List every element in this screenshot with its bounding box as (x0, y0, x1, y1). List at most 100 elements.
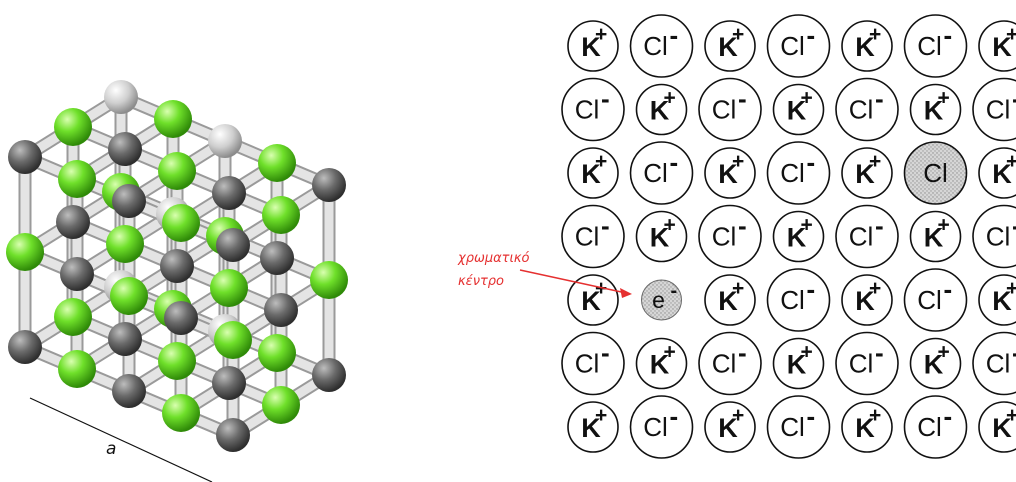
cation-charge: + (801, 214, 813, 237)
anion-symbol: Cl (575, 95, 600, 125)
ion-cell: K+ (978, 20, 1016, 72)
cation-symbol: K (650, 96, 670, 126)
crystal-lattice-model: a (6, 80, 348, 482)
cation-circle (635, 83, 688, 136)
ion-cell: K+ (909, 210, 962, 263)
lattice-ion-gray (264, 293, 298, 327)
cation-charge: + (938, 87, 950, 110)
cation-charge: + (1006, 23, 1016, 46)
anion-charge: - (738, 84, 747, 114)
cation-charge: + (595, 150, 607, 173)
lattice-ion-green (106, 225, 144, 263)
anion-circle (903, 395, 968, 459)
cation-symbol: K (855, 413, 875, 443)
anion-charge: - (601, 211, 610, 241)
ion-cell: K+ (635, 210, 688, 263)
cation-charge: + (664, 87, 676, 110)
ion-cell: Cl- (835, 77, 899, 142)
anion-symbol: Cl (780, 31, 805, 61)
cation-charge: + (595, 404, 607, 427)
lattice-ion-gray (212, 176, 246, 210)
ion-cell: Cl- (903, 395, 968, 459)
lattice-ion-gray (8, 330, 42, 364)
cation-circle (704, 274, 756, 326)
cation-charge: + (801, 87, 813, 110)
cation-symbol: K (787, 223, 807, 253)
lattice-ion-green (58, 160, 96, 198)
anion-charge: - (738, 338, 747, 368)
ion-cell: K+ (772, 210, 825, 263)
lattice-ion-gray (216, 228, 250, 262)
ion-cell: Cl- (903, 268, 968, 332)
ion-cell: Cl- (766, 14, 831, 78)
lattice-ion-gray (164, 301, 198, 335)
cation-symbol: K (924, 96, 944, 126)
cation-circle (978, 20, 1016, 72)
ion-cell: K+ (841, 401, 893, 453)
cation-symbol: K (581, 286, 601, 316)
anion-symbol: Cl (575, 222, 600, 252)
anion-symbol: Cl (780, 158, 805, 188)
ion-cell: K+ (841, 274, 893, 326)
cation-symbol: K (650, 223, 670, 253)
anion-symbol: Cl (986, 95, 1011, 125)
lattice-ion-gray (8, 140, 42, 174)
anion-symbol: Cl (986, 222, 1011, 252)
anion-charge: - (1012, 338, 1016, 368)
anion-symbol: Cl (849, 95, 874, 125)
ion-cell: K+ (635, 83, 688, 136)
color-center-label-line1: χρωματικό (457, 251, 530, 266)
anion-charge: - (601, 84, 610, 114)
ion-cell: Cl- (972, 77, 1016, 142)
cation-circle (772, 83, 825, 136)
ion-cell: K+ (909, 83, 962, 136)
cation-charge: + (732, 150, 744, 173)
cation-charge: + (595, 23, 607, 46)
anion-symbol: Cl (849, 222, 874, 252)
cation-circle (841, 274, 893, 326)
cation-circle (909, 83, 962, 136)
cation-symbol: K (855, 32, 875, 62)
cation-charge: + (869, 277, 881, 300)
ion-cell: Cl- (766, 395, 831, 459)
anion-circle (698, 204, 762, 269)
cation-symbol: K (718, 286, 738, 316)
ion-cell: Cl- (972, 204, 1016, 269)
color-center-label-line2: κέντρο (458, 274, 504, 289)
cation-circle (772, 337, 825, 390)
cation-charge: + (595, 277, 607, 300)
anion-charge: - (807, 274, 816, 304)
lattice-ion-green (258, 144, 296, 182)
ion-cell: Cl- (629, 141, 694, 205)
anion-charge: - (875, 338, 884, 368)
ion-cell: K+ (635, 337, 688, 390)
anion-symbol: Cl (643, 31, 668, 61)
cation-symbol: K (992, 286, 1012, 316)
cation-symbol: K (718, 32, 738, 62)
anion-charge: - (670, 20, 679, 50)
cation-circle (909, 210, 962, 263)
lattice-ion-green (58, 350, 96, 388)
cation-symbol: K (787, 350, 807, 380)
cation-circle (704, 401, 756, 453)
lattice-ion-gray (260, 241, 294, 275)
lattice-ion-green (154, 100, 192, 138)
cation-circle (841, 20, 893, 72)
anion-circle (903, 14, 968, 78)
cation-symbol: K (581, 32, 601, 62)
lattice-ion-gray (212, 366, 246, 400)
anion-charge: - (1012, 84, 1016, 114)
lattice-ion-green (162, 204, 200, 242)
cation-symbol: K (924, 350, 944, 380)
color-center-arrowhead (620, 288, 632, 298)
ion-cell: K+ (772, 83, 825, 136)
cation-charge: + (869, 150, 881, 173)
anion-circle (698, 77, 762, 142)
anion-vacancy-circle (903, 141, 968, 205)
cation-circle (567, 401, 619, 453)
cation-symbol: K (855, 159, 875, 189)
anion-circle (766, 395, 831, 459)
cation-symbol: K (855, 286, 875, 316)
ion-cell: K+ (909, 337, 962, 390)
ion-cell: e- (641, 279, 682, 321)
